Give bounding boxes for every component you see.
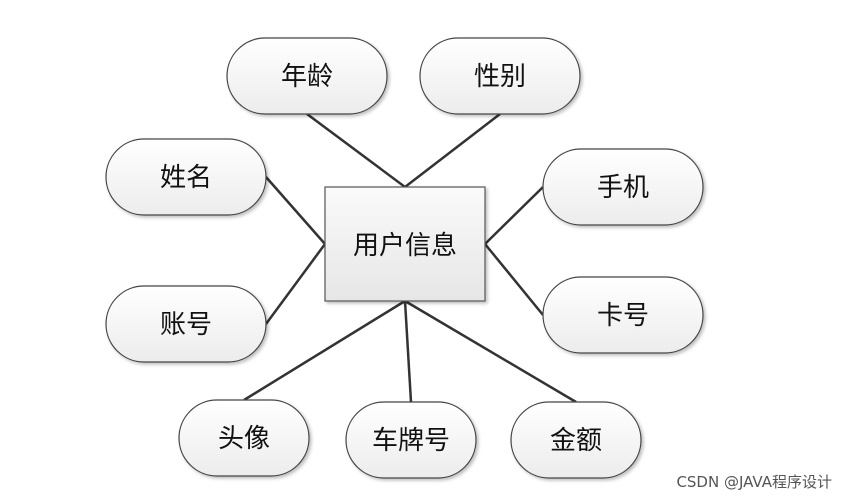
attribute-amount: 金额	[510, 401, 642, 479]
entity-user-info: 用户信息	[324, 186, 486, 302]
connector-lines	[243, 112, 577, 404]
attribute-label-gender: 性别	[474, 62, 526, 92]
attribute-label-amount: 金额	[550, 426, 602, 456]
attribute-label-plate: 车牌号	[372, 426, 450, 456]
attribute-name: 姓名	[105, 138, 267, 216]
entity-label: 用户信息	[353, 231, 457, 261]
watermark: CSDN @JAVA程序设计	[676, 473, 832, 491]
attribute-phone: 手机	[542, 148, 704, 226]
connector-age	[306, 112, 406, 189]
connector-name	[265, 176, 326, 245]
attribute-label-age: 年龄	[281, 62, 333, 92]
connector-card	[484, 243, 544, 316]
connector-account	[264, 243, 327, 325]
connector-phone	[484, 186, 544, 245]
attribute-shape-phone	[542, 148, 704, 226]
attribute-label-account: 账号	[160, 310, 212, 340]
attribute-label-card: 卡号	[597, 301, 649, 331]
attribute-shape-name	[105, 138, 267, 216]
attribute-avatar: 头像	[178, 399, 310, 477]
connector-amount	[404, 299, 577, 404]
connector-gender	[404, 113, 501, 188]
attribute-shape-amount	[510, 401, 642, 479]
attribute-account: 账号	[105, 285, 267, 363]
attribute-plate: 车牌号	[345, 401, 477, 479]
connector-avatar	[243, 299, 406, 402]
attribute-shape-plate	[345, 401, 477, 479]
attribute-label-avatar: 头像	[218, 424, 270, 454]
attribute-shape-age	[226, 37, 388, 115]
attribute-age: 年龄	[226, 37, 388, 115]
connector-plate	[403, 300, 413, 403]
attribute-shape-avatar	[178, 399, 310, 477]
attribute-card: 卡号	[542, 276, 704, 354]
attribute-label-name: 姓名	[160, 163, 212, 193]
attribute-shape-card	[542, 276, 704, 354]
attribute-label-phone: 手机	[597, 173, 649, 203]
attribute-gender: 性别	[419, 37, 581, 115]
attribute-shape-account	[105, 285, 267, 363]
attribute-shape-gender	[419, 37, 581, 115]
